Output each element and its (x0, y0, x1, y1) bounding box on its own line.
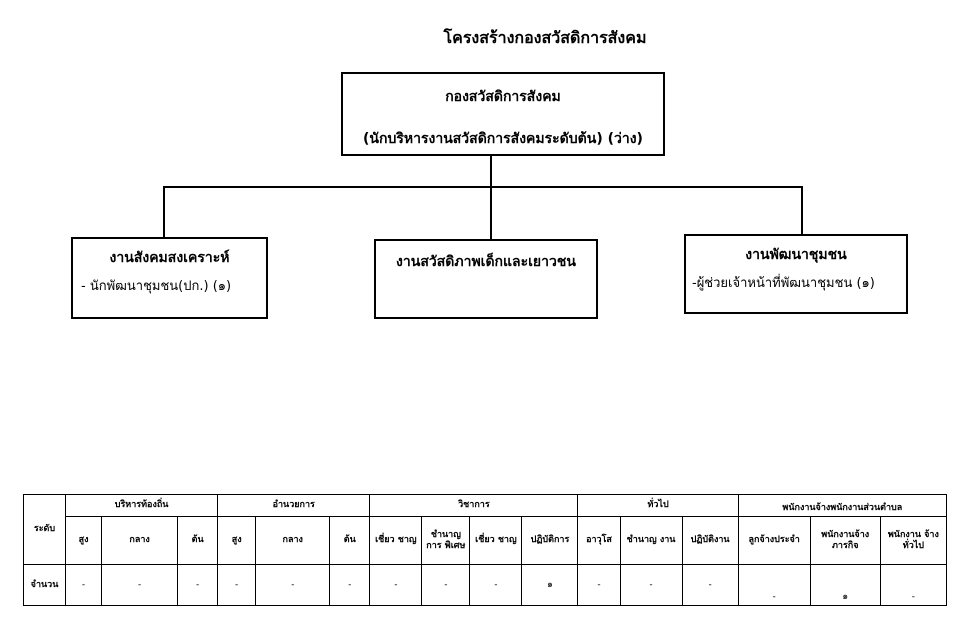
group-header: อำนวยการ (217, 494, 371, 517)
level-cell: ชำนาญ งาน (619, 516, 683, 565)
connector-middle (490, 186, 492, 240)
level-cell: สูง (217, 516, 257, 565)
group-header: วิชาการ (369, 494, 579, 517)
unit-name: งานพัฒนาชุมชน (745, 247, 847, 263)
unit-box-child-youth-welfare: งานสวัสดิภาพเด็กและเยาวชน (374, 239, 598, 319)
connector-left (163, 186, 165, 238)
group-header: ทั่วไป (577, 494, 739, 517)
level-cell: ปฏิบัติงาน (681, 516, 739, 565)
connector-trunk (490, 156, 492, 187)
count-cell: - (469, 564, 523, 606)
connector-horizontal (163, 186, 803, 188)
level-cell: ชำนาญ การ พิเศษ (421, 516, 471, 565)
level-cell: เชี่ยว ชาญ (369, 516, 423, 565)
level-cell: สูง (65, 516, 103, 565)
unit-box-social-welfare: งานสังคมสงเคราะห์ - นักพัฒนาชุมชน(ปก.) (… (71, 237, 268, 319)
level-cell: กลาง (101, 516, 179, 565)
staffing-table: ระดับ บริหารท้องถิ่น อำนวยการ วิชาการ ทั… (22, 494, 948, 606)
page-title: โครงสร้างกองสวัสดิการสังคม (443, 28, 647, 47)
unit-staff: -ผู้ช่วยเจ้าหน้าที่พัฒนาชุมชน (๑) (692, 276, 875, 291)
count-cell: - (255, 564, 331, 606)
count-cell: - (421, 564, 471, 606)
table-levels-row: สูง กลาง ต้น สูง กลาง ต้น เชี่ยว ชาญ ชำน… (24, 516, 948, 565)
count-cell: - (101, 564, 179, 606)
count-cell: ๑ (809, 564, 881, 606)
count-cell: - (65, 564, 103, 606)
division-head-box: กองสวัสดิการสังคม (นักบริหารงานสวัสดิการ… (341, 72, 665, 156)
count-cell: - (177, 564, 219, 606)
level-cell: อาวุโส (577, 516, 621, 565)
count-cell: - (681, 564, 739, 606)
group-header: บริหารท้องถิ่น (65, 494, 219, 517)
count-cell: - (329, 564, 371, 606)
unit-staff: - นักพัฒนาชุมชน(ปก.) (๑) (81, 279, 232, 294)
level-cell: เชี่ยว ชาญ (469, 516, 523, 565)
connector-right (801, 186, 803, 235)
count-cell: - (577, 564, 621, 606)
group-header: พนักงานจ้างพนักงานส่วนตำบล (737, 494, 948, 517)
count-label: จำนวน (22, 564, 67, 606)
level-cell: พนักงานจ้าง ภารกิจ (809, 516, 881, 565)
level-label: ระดับ (22, 494, 67, 565)
division-head-position: (นักบริหารงานสวัสดิการสังคมระดับต้น) (ว่… (363, 131, 643, 147)
level-cell: กลาง (255, 516, 331, 565)
unit-box-community-development: งานพัฒนาชุมชน -ผู้ช่วยเจ้าหน้าที่พัฒนาชุ… (684, 234, 908, 314)
unit-name: งานสังคมสงเคราะห์ (109, 250, 230, 266)
unit-name: งานสวัสดิภาพเด็กและเยาวชน (396, 254, 576, 270)
table-count-row: จำนวน - - - - - - - - - ๑ - - - - ๑ - (22, 564, 948, 606)
count-cell: ๑ (521, 564, 579, 606)
level-cell: ต้น (329, 516, 371, 565)
level-cell: ลูกจ้างประจำ (737, 516, 811, 565)
level-cell: ปฏิบัติการ (521, 516, 579, 565)
table-header-row: ระดับ บริหารท้องถิ่น อำนวยการ วิชาการ ทั… (22, 494, 948, 565)
count-cell: - (619, 564, 683, 606)
count-cell: - (879, 564, 948, 606)
level-cell: ต้น (177, 516, 219, 565)
division-name: กองสวัสดิการสังคม (445, 89, 561, 105)
level-cell: พนักงาน จ้างทั่วไป (879, 516, 948, 565)
count-cell: - (737, 564, 811, 606)
count-cell: - (369, 564, 423, 606)
count-cell: - (217, 564, 257, 606)
